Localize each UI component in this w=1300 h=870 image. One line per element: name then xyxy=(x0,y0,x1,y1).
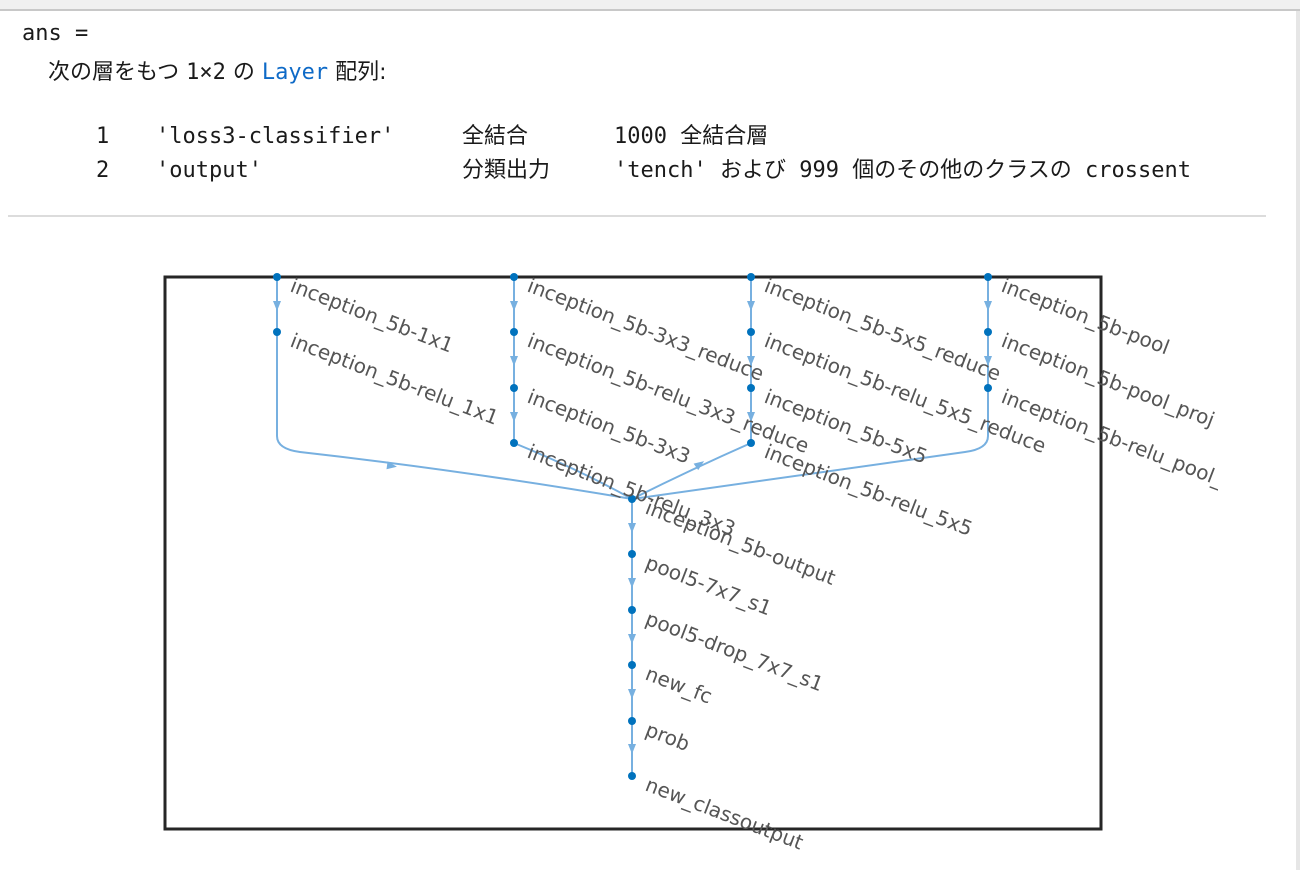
graph-node[interactable] xyxy=(510,384,518,392)
graph-nodes xyxy=(273,273,992,780)
graph-node[interactable] xyxy=(628,495,636,503)
edge-arrow-icon xyxy=(628,634,636,644)
graph-edge xyxy=(276,332,633,500)
summary-size: 1×2 xyxy=(186,60,226,85)
summary-prefix: 次の層をもつ xyxy=(48,60,187,85)
edge-arrow-icon xyxy=(386,461,397,470)
edge-arrow-icon xyxy=(747,356,755,366)
layer-class-link[interactable]: Layer xyxy=(261,60,329,85)
desc-part: 個のその他のクラスの xyxy=(852,158,1072,183)
graph-arrows xyxy=(273,301,992,754)
graph-node[interactable] xyxy=(984,384,992,392)
layer-type: 分類出力 xyxy=(462,158,551,183)
edge-arrow-icon xyxy=(984,356,992,366)
summary-of: の xyxy=(225,60,262,85)
desc-part: 'tench' xyxy=(614,158,720,183)
output-divider xyxy=(8,215,1266,217)
edge-arrow-icon xyxy=(628,578,636,588)
layer-description: 'tench' および 999 個のその他のクラスの crossent xyxy=(614,158,1274,184)
graph-node[interactable] xyxy=(628,550,636,558)
graph-node[interactable] xyxy=(273,273,281,281)
graph-node[interactable] xyxy=(747,273,755,281)
graph-node[interactable] xyxy=(628,661,636,669)
edge-arrow-icon xyxy=(984,301,992,311)
layer-name: 'loss3-classifier' xyxy=(156,124,395,149)
layer-array-summary: 次の層をもつ 1×2 の Layer 配列: xyxy=(48,60,387,86)
layer-type: 全結合 xyxy=(462,124,529,149)
summary-suffix: 配列: xyxy=(328,60,387,85)
graph-edge xyxy=(631,388,989,500)
graph-edge xyxy=(513,442,633,500)
edge-arrow-icon xyxy=(510,356,518,366)
edge-arrow-icon xyxy=(510,301,518,311)
window-top-border xyxy=(0,0,1300,11)
desc-part: 999 xyxy=(785,158,853,183)
graph-node[interactable] xyxy=(984,273,992,281)
layer-index: 2 xyxy=(96,158,110,183)
edge-arrow-icon xyxy=(747,412,755,422)
graph-node[interactable] xyxy=(747,439,755,447)
layer-name: 'output' xyxy=(156,158,262,183)
graph-node[interactable] xyxy=(628,717,636,725)
command-output-pane: ans = 次の層をもつ 1×2 の Layer 配列: 1 'loss3-cl… xyxy=(0,11,1296,870)
ans-label: ans = xyxy=(22,21,89,46)
graph-edge xyxy=(631,442,752,500)
edge-arrow-icon xyxy=(628,689,636,699)
graph-node[interactable] xyxy=(747,384,755,392)
desc-part: crossent xyxy=(1071,158,1191,183)
edge-arrow-icon xyxy=(693,461,705,471)
edge-arrow-icon xyxy=(273,301,281,311)
graph-node[interactable] xyxy=(984,328,992,336)
edge-arrow-icon xyxy=(628,523,636,533)
graph-node[interactable] xyxy=(747,328,755,336)
edge-arrow-icon xyxy=(510,412,518,422)
graph-node[interactable] xyxy=(273,328,281,336)
graph-node[interactable] xyxy=(628,772,636,780)
edge-arrow-icon xyxy=(747,301,755,311)
graph-node[interactable] xyxy=(510,273,518,281)
desc-part: および xyxy=(719,158,786,183)
scrollbar-track[interactable] xyxy=(1296,11,1300,870)
graph-node[interactable] xyxy=(510,328,518,336)
graph-node[interactable] xyxy=(628,606,636,614)
edge-arrow-icon xyxy=(628,744,636,754)
desc-part: 全結合層 xyxy=(680,124,769,149)
desc-part: 1000 xyxy=(614,124,681,149)
graph-node[interactable] xyxy=(510,439,518,447)
layer-description: 1000 全結合層 xyxy=(614,124,768,150)
layer-index: 1 xyxy=(96,124,110,149)
